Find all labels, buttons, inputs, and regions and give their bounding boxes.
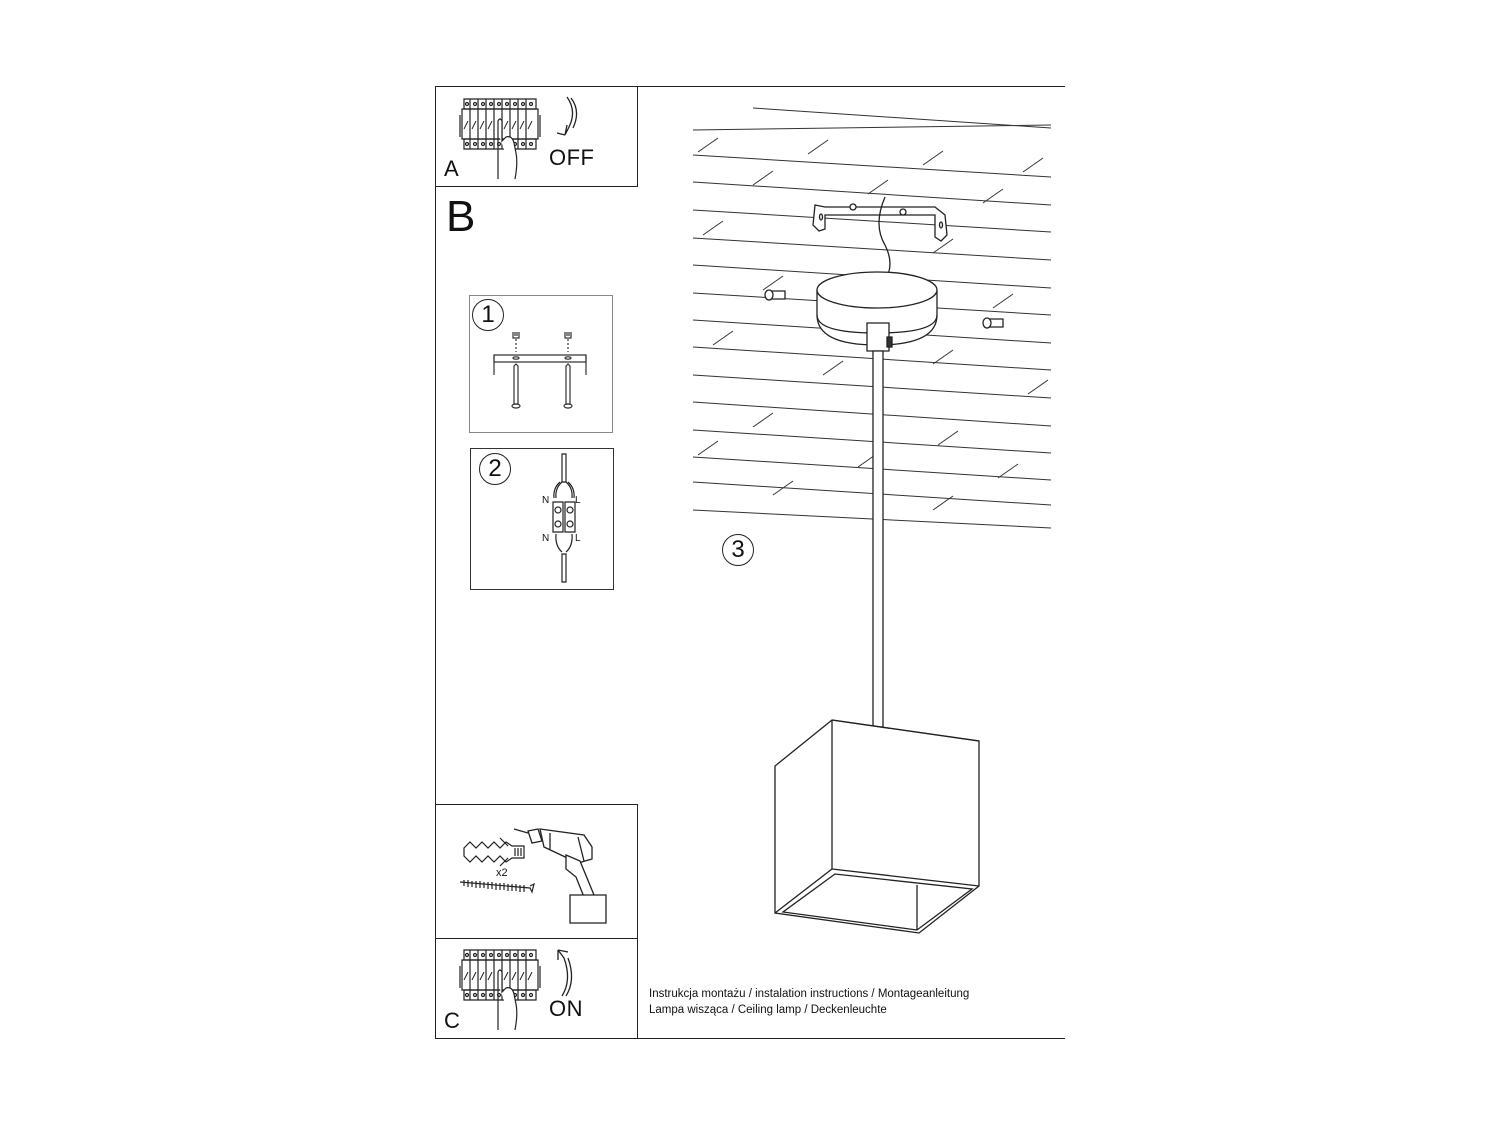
caption-line-instructions: Instrukcja montażu / instalation instruc… xyxy=(649,988,970,1000)
wall-plug-icon xyxy=(462,838,537,868)
pendant-lamp-illustration xyxy=(755,185,995,945)
ceiling-tiles-illustration xyxy=(693,110,1053,540)
mounting-bracket-icon xyxy=(492,326,592,416)
quantity-label: x2 xyxy=(496,867,508,879)
live-label-bottom: L xyxy=(575,533,581,544)
circuit-breaker-icon xyxy=(460,97,550,179)
on-label: ON xyxy=(549,996,583,1021)
step-2-number: 2 xyxy=(479,453,511,485)
arrow-down-icon xyxy=(553,97,583,147)
left-column-divider-top xyxy=(637,86,638,187)
step-1-number: 1 xyxy=(472,299,504,331)
frame-top-border xyxy=(435,86,1065,87)
drill-panel-top-border xyxy=(435,804,638,805)
frame-bottom-border xyxy=(435,1038,1065,1039)
neutral-label-top: N xyxy=(542,495,550,506)
panel-a-letter: A xyxy=(444,156,459,181)
panel-c-top-border xyxy=(435,938,638,939)
off-label: OFF xyxy=(549,145,595,170)
panel-b-letter: B xyxy=(446,192,476,241)
neutral-label-bottom: N xyxy=(542,533,550,544)
drill-icon xyxy=(514,825,614,925)
document-caption: Instrukcja montażu / instalation instruc… xyxy=(649,986,969,1018)
left-column-divider-bottom xyxy=(637,804,638,1039)
live-label-top: L xyxy=(575,495,581,506)
screw-icon xyxy=(460,878,540,894)
wire-connector-icon xyxy=(545,454,585,586)
step-1-box: 1 xyxy=(469,295,613,433)
caption-line-product: Lampa wisząca / Ceiling lamp / Deckenleu… xyxy=(649,1004,887,1016)
panel-c-letter: C xyxy=(444,1008,460,1033)
circuit-breaker-icon xyxy=(460,948,550,1030)
step-2-box: 2 N L N L xyxy=(470,448,614,590)
arrow-up-icon xyxy=(552,946,582,996)
panel-a-bottom-border xyxy=(435,186,638,187)
step-3-number: 3 xyxy=(722,534,754,566)
frame-left-border xyxy=(435,86,436,1039)
